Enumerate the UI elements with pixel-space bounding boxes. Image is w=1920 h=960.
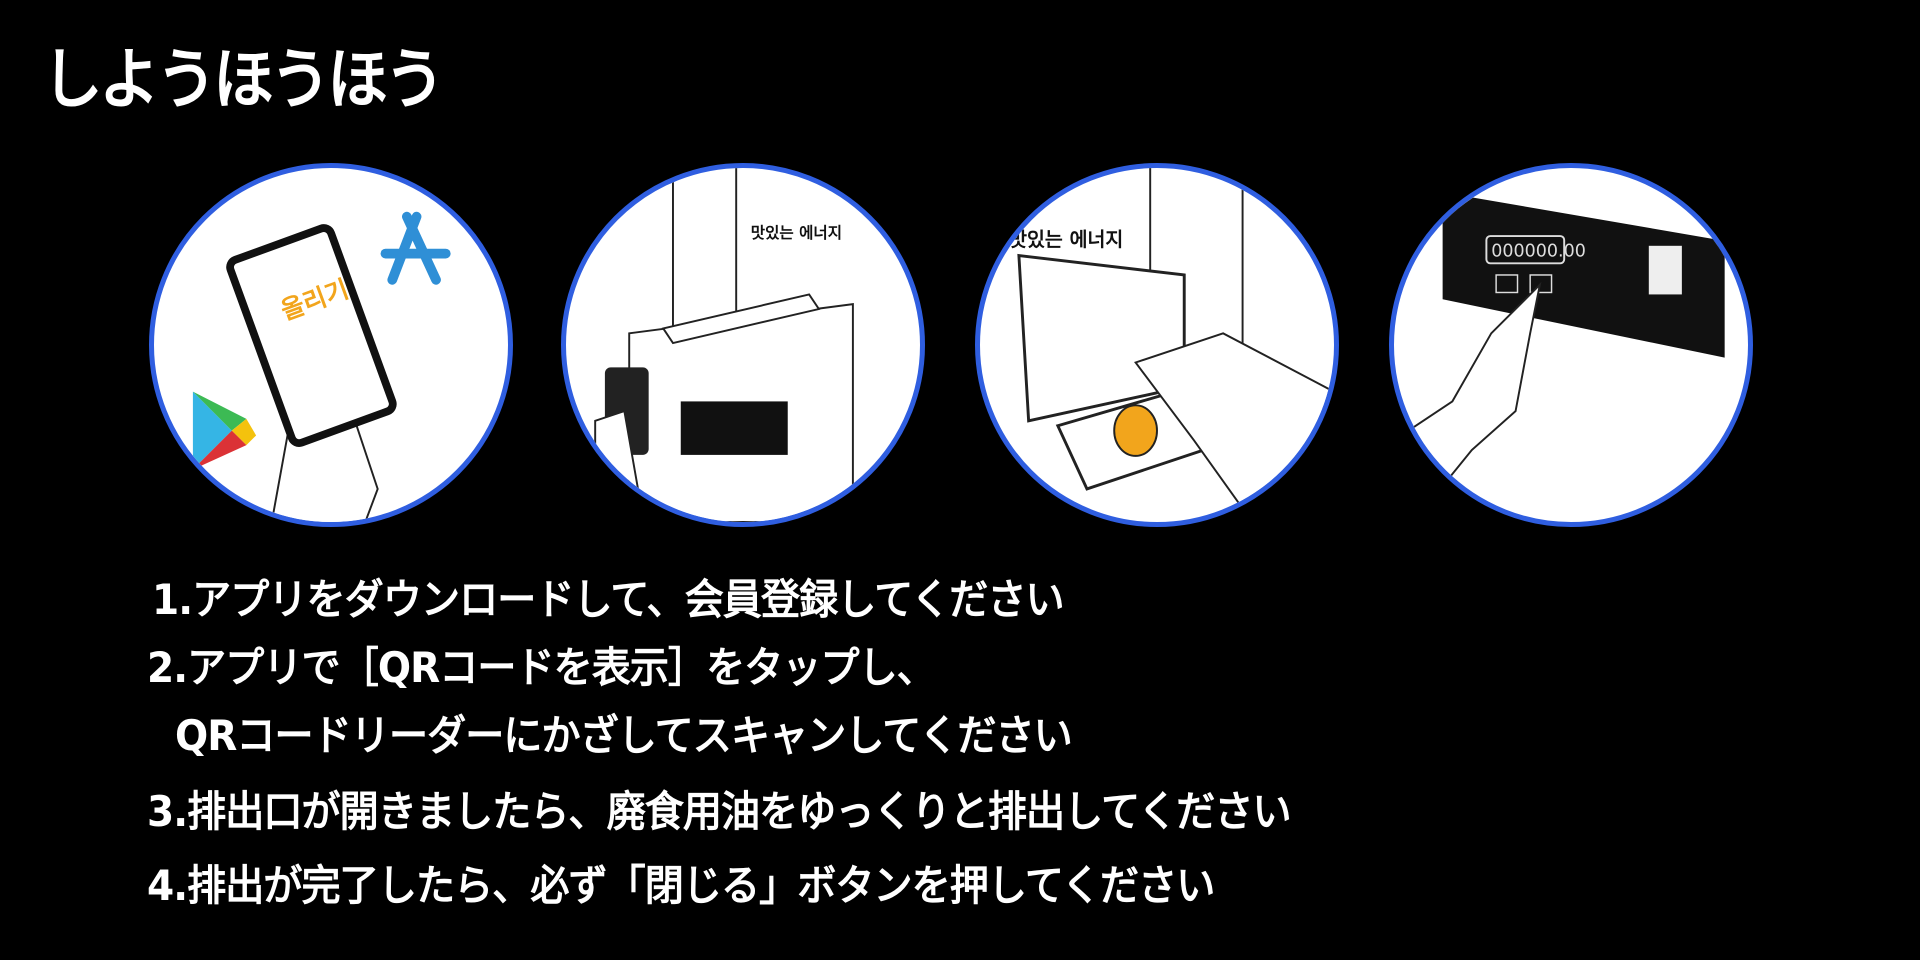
brand-sign: 맛있는 에너지 bbox=[751, 223, 842, 242]
step-text: アプリをダウンロードして、会員登録してください bbox=[192, 575, 1064, 624]
step-number: 1. bbox=[152, 575, 193, 624]
phone-hand-illustration: 올리기 bbox=[192, 211, 451, 522]
step-number: 3. bbox=[147, 787, 188, 836]
step-number: 2. bbox=[147, 643, 188, 692]
qr-code bbox=[1648, 245, 1682, 295]
step-number: 4. bbox=[147, 861, 188, 910]
step-4: 4.排出が完了したら、必ず「閉じる」ボタンを押してください bbox=[147, 852, 1215, 913]
display-readout: 000000.00 bbox=[1491, 242, 1586, 262]
oil-cup bbox=[1113, 404, 1158, 457]
app-store-icon bbox=[380, 211, 451, 285]
brand-sign: 맛있는 에너지 bbox=[1009, 228, 1123, 251]
step-text: 排出が完了したら、必ず「閉じる」ボタンを押してください bbox=[187, 861, 1215, 910]
illustration-pour-oil: 맛있는 에너지 bbox=[975, 163, 1339, 527]
control-panel bbox=[680, 401, 788, 455]
step-3: 3.排出口が開きましたら、廃食用油をゆっくりと排出してください bbox=[147, 778, 1292, 839]
step-text: 排出口が開きましたら、廃食用油をゆっくりと排出してください bbox=[187, 787, 1291, 836]
step-1: 1.アプリをダウンロードして、会員登録してください bbox=[152, 566, 1065, 627]
step-2: 2.アプリで［QRコードを表示］をタップし、 bbox=[147, 634, 936, 695]
step-text: アプリで［QRコードを表示］をタップし、 bbox=[187, 643, 936, 692]
illustration-scan-qr: 맛있는 에너지 bbox=[561, 163, 925, 527]
google-play-icon bbox=[192, 391, 257, 470]
step-2-continuation: QRコードリーダーにかざしてスキャンしてください bbox=[175, 711, 1073, 760]
control-panel bbox=[1442, 192, 1725, 358]
page-title: しようほうほう bbox=[42, 41, 445, 118]
close-button-illustration bbox=[1529, 274, 1553, 294]
illustration-press-close: 000000.00 bbox=[1389, 163, 1753, 527]
illustration-download-app: 올리기 bbox=[149, 163, 513, 527]
